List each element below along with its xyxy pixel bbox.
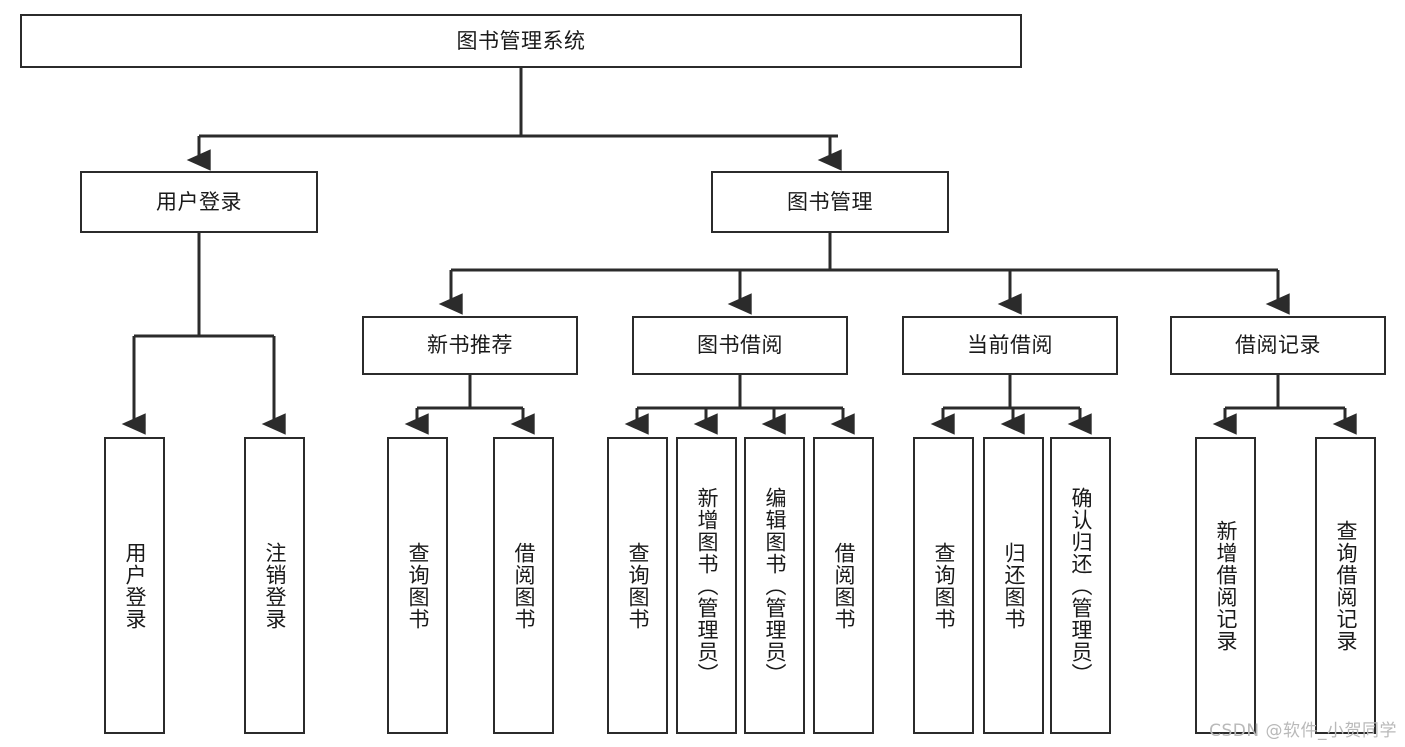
leaf-recommend-borrow-book[interactable]: 借阅图书 <box>493 437 554 734</box>
leaf-borrow-query-book[interactable]: 查询图书 <box>607 437 668 734</box>
node-label: 查询图书 <box>625 541 650 630</box>
node-book-borrow[interactable]: 图书借阅 <box>632 316 848 375</box>
leaf-current-return-book[interactable]: 归还图书 <box>983 437 1044 734</box>
node-label: 编辑图书（管理员） <box>762 486 787 685</box>
node-label: 归还图书 <box>1001 541 1026 630</box>
leaf-user-login-signin[interactable]: 用户登录 <box>104 437 165 734</box>
leaf-current-query-book[interactable]: 查询图书 <box>913 437 974 734</box>
node-label: 查询借阅记录 <box>1333 519 1358 652</box>
leaf-record-query-record[interactable]: 查询借阅记录 <box>1315 437 1376 734</box>
node-label: 当前借阅 <box>967 333 1053 358</box>
node-label: 图书借阅 <box>697 333 783 358</box>
node-label: 新书推荐 <box>427 333 513 358</box>
leaf-record-add-record[interactable]: 新增借阅记录 <box>1195 437 1256 734</box>
leaf-borrow-add-book[interactable]: 新增图书（管理员） <box>676 437 737 734</box>
node-new-book-recommend[interactable]: 新书推荐 <box>362 316 578 375</box>
node-label: 新增借阅记录 <box>1213 519 1238 652</box>
leaf-recommend-query-book[interactable]: 查询图书 <box>387 437 448 734</box>
node-label: 借阅图书 <box>831 541 856 630</box>
node-label: 注销登录 <box>262 541 287 630</box>
node-label: 查询图书 <box>405 541 430 630</box>
node-label: 新增图书（管理员） <box>694 486 719 685</box>
node-label: 用户登录 <box>122 541 147 630</box>
node-label: 用户登录 <box>156 189 242 214</box>
node-label: 借阅记录 <box>1235 333 1321 358</box>
leaf-current-confirm-return[interactable]: 确认归还（管理员） <box>1050 437 1111 734</box>
leaf-borrow-borrow-book[interactable]: 借阅图书 <box>813 437 874 734</box>
node-label: 图书管理 <box>787 189 873 214</box>
leaf-borrow-edit-book[interactable]: 编辑图书（管理员） <box>744 437 805 734</box>
leaf-user-login-signout[interactable]: 注销登录 <box>244 437 305 734</box>
node-current-borrow[interactable]: 当前借阅 <box>902 316 1118 375</box>
node-borrow-record[interactable]: 借阅记录 <box>1170 316 1386 375</box>
node-label: 查询图书 <box>931 541 956 630</box>
node-book-management[interactable]: 图书管理 <box>711 171 949 233</box>
node-label: 图书管理系统 <box>456 28 586 53</box>
node-label: 借阅图书 <box>511 541 536 630</box>
node-root-system[interactable]: 图书管理系统 <box>20 14 1022 68</box>
node-user-login[interactable]: 用户登录 <box>80 171 318 233</box>
watermark-text: CSDN @软件_小贺同学 <box>1209 721 1397 741</box>
node-label: 确认归还（管理员） <box>1068 486 1093 685</box>
